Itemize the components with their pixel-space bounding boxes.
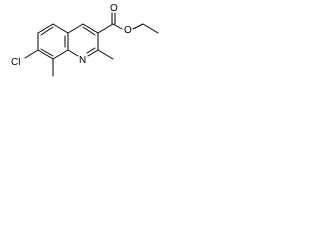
bond-c8-c7	[37, 49, 54, 60]
chlorine-atom-label: Cl	[11, 57, 20, 68]
carbonyl-oxygen-label: O	[110, 3, 118, 14]
bond-c7-cl	[24, 49, 39, 59]
bond-carbonyl-c-ester-o	[112, 23, 123, 30]
ester-oxygen-label: O	[124, 25, 132, 36]
substituents	[24, 23, 114, 77]
molecular-structure-diagram: Cl N O O	[11, 3, 159, 77]
bond-ester-o-ch2	[132, 23, 144, 30]
bond-n1-c8a	[67, 49, 79, 57]
bond-c4a-c4	[67, 23, 84, 34]
ester-group	[111, 12, 159, 34]
nitrogen-atom-label: N	[79, 55, 86, 66]
bond-ch2-ch3	[142, 23, 159, 34]
bond-c3-carbonyl-c	[97, 23, 114, 34]
bond-c6-c5	[37, 23, 54, 34]
double-bond-c5-c6	[40, 26, 54, 36]
bond-c2-n1	[87, 49, 99, 57]
bond-c5-c4a	[52, 23, 69, 34]
bond-c8a-c8	[52, 49, 69, 60]
double-bond-c2-n1	[86, 47, 96, 54]
bond-c2-methyl	[97, 49, 114, 60]
double-bond-c3-c4	[82, 26, 96, 36]
bond-c4-c3	[82, 23, 99, 34]
benzo-ring	[37, 23, 69, 60]
double-bond-c7-c8	[40, 48, 54, 57]
pyridine-ring	[67, 23, 99, 57]
